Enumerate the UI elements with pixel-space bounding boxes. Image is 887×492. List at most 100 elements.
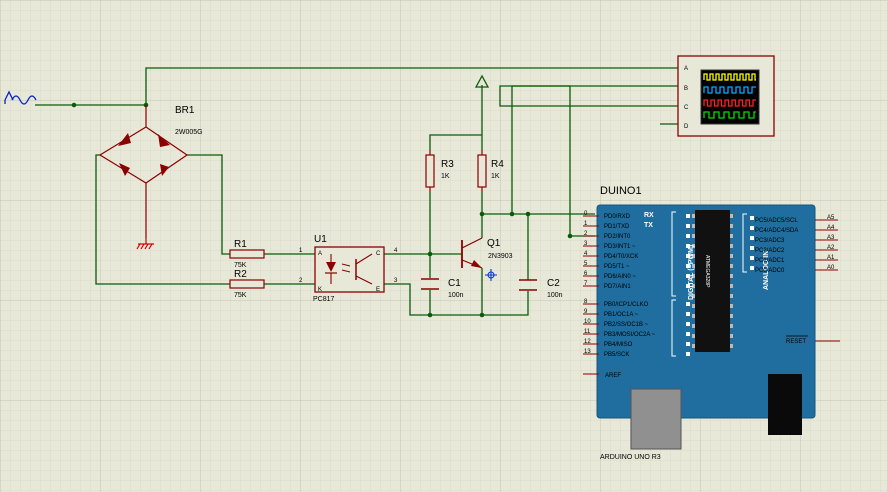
c2-ref: C2 bbox=[547, 278, 560, 289]
svg-text:PC1/ADC1: PC1/ADC1 bbox=[755, 258, 785, 264]
ground-icon bbox=[136, 238, 154, 250]
arduino-pin-a2[interactable]: PC2/ADC2 A2 bbox=[755, 245, 838, 254]
svg-text:PD6/AIN0 ~: PD6/AIN0 ~ bbox=[604, 274, 636, 280]
wire-r3-top[interactable] bbox=[429, 134, 482, 150]
tx-label: TX bbox=[644, 222, 653, 229]
svg-text:PD7/AIN1: PD7/AIN1 bbox=[604, 284, 631, 290]
svg-text:7: 7 bbox=[584, 281, 588, 287]
scope-trace-b bbox=[703, 86, 756, 94]
br1-ref: BR1 bbox=[175, 105, 195, 116]
capacitor-c2[interactable]: C2 100n bbox=[519, 278, 563, 299]
scope-channel-a: A bbox=[684, 66, 688, 72]
crosshair-icon bbox=[485, 269, 497, 281]
resistor-r1[interactable]: R1 75K bbox=[229, 239, 265, 269]
capacitor-c1[interactable]: C1 100n bbox=[421, 278, 464, 299]
svg-text:PB1/OC1A ~: PB1/OC1A ~ bbox=[604, 312, 639, 318]
svg-text:A4: A4 bbox=[827, 225, 835, 231]
arduino-name: ARDUINO UNO R3 bbox=[600, 454, 661, 461]
arduino-pin-a4[interactable]: PC4/ADC4/SDA A4 bbox=[755, 225, 838, 234]
wire-bridge-right-r1[interactable] bbox=[187, 154, 230, 255]
svg-text:A2: A2 bbox=[827, 245, 835, 251]
svg-text:6: 6 bbox=[584, 271, 588, 277]
svg-text:PC0/ADC0: PC0/ADC0 bbox=[755, 268, 785, 274]
arduino-pin-a0[interactable]: PC0/ADC0 A0 bbox=[755, 265, 838, 274]
q1-ref: Q1 bbox=[487, 238, 501, 249]
c1-ref: C1 bbox=[448, 278, 461, 289]
br1-value: 2W005G bbox=[175, 129, 203, 136]
svg-text:A0: A0 bbox=[827, 265, 835, 271]
scope-channel-b: B bbox=[684, 86, 688, 92]
svg-text:PC5/ADC5/SCL: PC5/ADC5/SCL bbox=[755, 218, 798, 224]
svg-text:A1: A1 bbox=[827, 255, 835, 261]
svg-text:4: 4 bbox=[584, 251, 588, 257]
r1-value: 75K bbox=[234, 262, 247, 269]
u1-value: PC817 bbox=[313, 296, 335, 303]
svg-text:PB5/SCK: PB5/SCK bbox=[604, 352, 629, 358]
u1-pin-anode: A bbox=[318, 251, 322, 257]
scope-trace-d bbox=[703, 111, 756, 119]
rx-label: RX bbox=[644, 212, 654, 219]
r2-ref: R2 bbox=[234, 269, 247, 280]
svg-text:PC2/ADC2: PC2/ADC2 bbox=[755, 248, 785, 254]
svg-text:12: 12 bbox=[584, 339, 591, 345]
arduino-board[interactable]: ATMEGA328P DIGITAL (~PWM) ANALOG IN RX T… bbox=[583, 185, 840, 461]
svg-text:PD3/INT1 ~: PD3/INT1 ~ bbox=[604, 244, 636, 250]
svg-text:10: 10 bbox=[584, 319, 591, 325]
atmega-chip bbox=[695, 210, 730, 352]
resistor-r2[interactable]: R2 75K bbox=[229, 269, 265, 299]
svg-text:8: 8 bbox=[584, 299, 588, 305]
transistor-q1[interactable]: Q1 2N3903 bbox=[461, 237, 513, 269]
svg-text:PD1/TXD: PD1/TXD bbox=[604, 224, 630, 230]
resistor-r4[interactable]: R4 1K bbox=[477, 150, 504, 192]
u1-pin-emitter: E bbox=[376, 287, 380, 293]
power-arrow-icon bbox=[474, 74, 490, 88]
optocoupler-u1[interactable]: A K C E 1 2 4 3 U1 PC817 bbox=[299, 234, 398, 303]
svg-text:11: 11 bbox=[584, 329, 591, 335]
wire-bridge-left-r2[interactable] bbox=[95, 154, 230, 285]
wire-emitter-bus[interactable] bbox=[384, 283, 529, 316]
q1-value: 2N3903 bbox=[488, 253, 513, 260]
u1-pin-4: 4 bbox=[394, 248, 398, 254]
power-jack bbox=[768, 374, 802, 435]
wire-top-bus[interactable] bbox=[145, 67, 680, 105]
oscilloscope[interactable]: A B C D bbox=[677, 55, 775, 137]
c1-value: 100n bbox=[448, 292, 464, 299]
svg-text:PC3/ADC3: PC3/ADC3 bbox=[755, 238, 785, 244]
svg-text:13: 13 bbox=[584, 349, 591, 355]
bridge-rectifier-br1[interactable]: BR1 2W005G bbox=[98, 105, 203, 238]
scope-channel-c: C bbox=[684, 105, 689, 111]
svg-text:5: 5 bbox=[584, 261, 588, 267]
analog-label: ANALOG IN bbox=[763, 251, 770, 290]
u1-pin-cathode: K bbox=[318, 287, 322, 293]
arduino-pin-a1[interactable]: PC1/ADC1 A1 bbox=[755, 255, 838, 264]
svg-text:3: 3 bbox=[584, 241, 588, 247]
reset-label: RESET bbox=[786, 339, 806, 345]
u1-pin-2: 2 bbox=[299, 278, 303, 284]
usb-connector bbox=[630, 388, 682, 450]
svg-text:1: 1 bbox=[584, 221, 588, 227]
wire-scope-c-loop[interactable] bbox=[499, 85, 680, 236]
svg-text:PC4/ADC4/SDA: PC4/ADC4/SDA bbox=[755, 228, 798, 234]
svg-text:2: 2 bbox=[584, 231, 588, 237]
chip-label: ATMEGA328P bbox=[704, 255, 710, 288]
resistor-r3[interactable]: R3 1K bbox=[425, 150, 454, 192]
ac-source[interactable] bbox=[4, 90, 37, 105]
